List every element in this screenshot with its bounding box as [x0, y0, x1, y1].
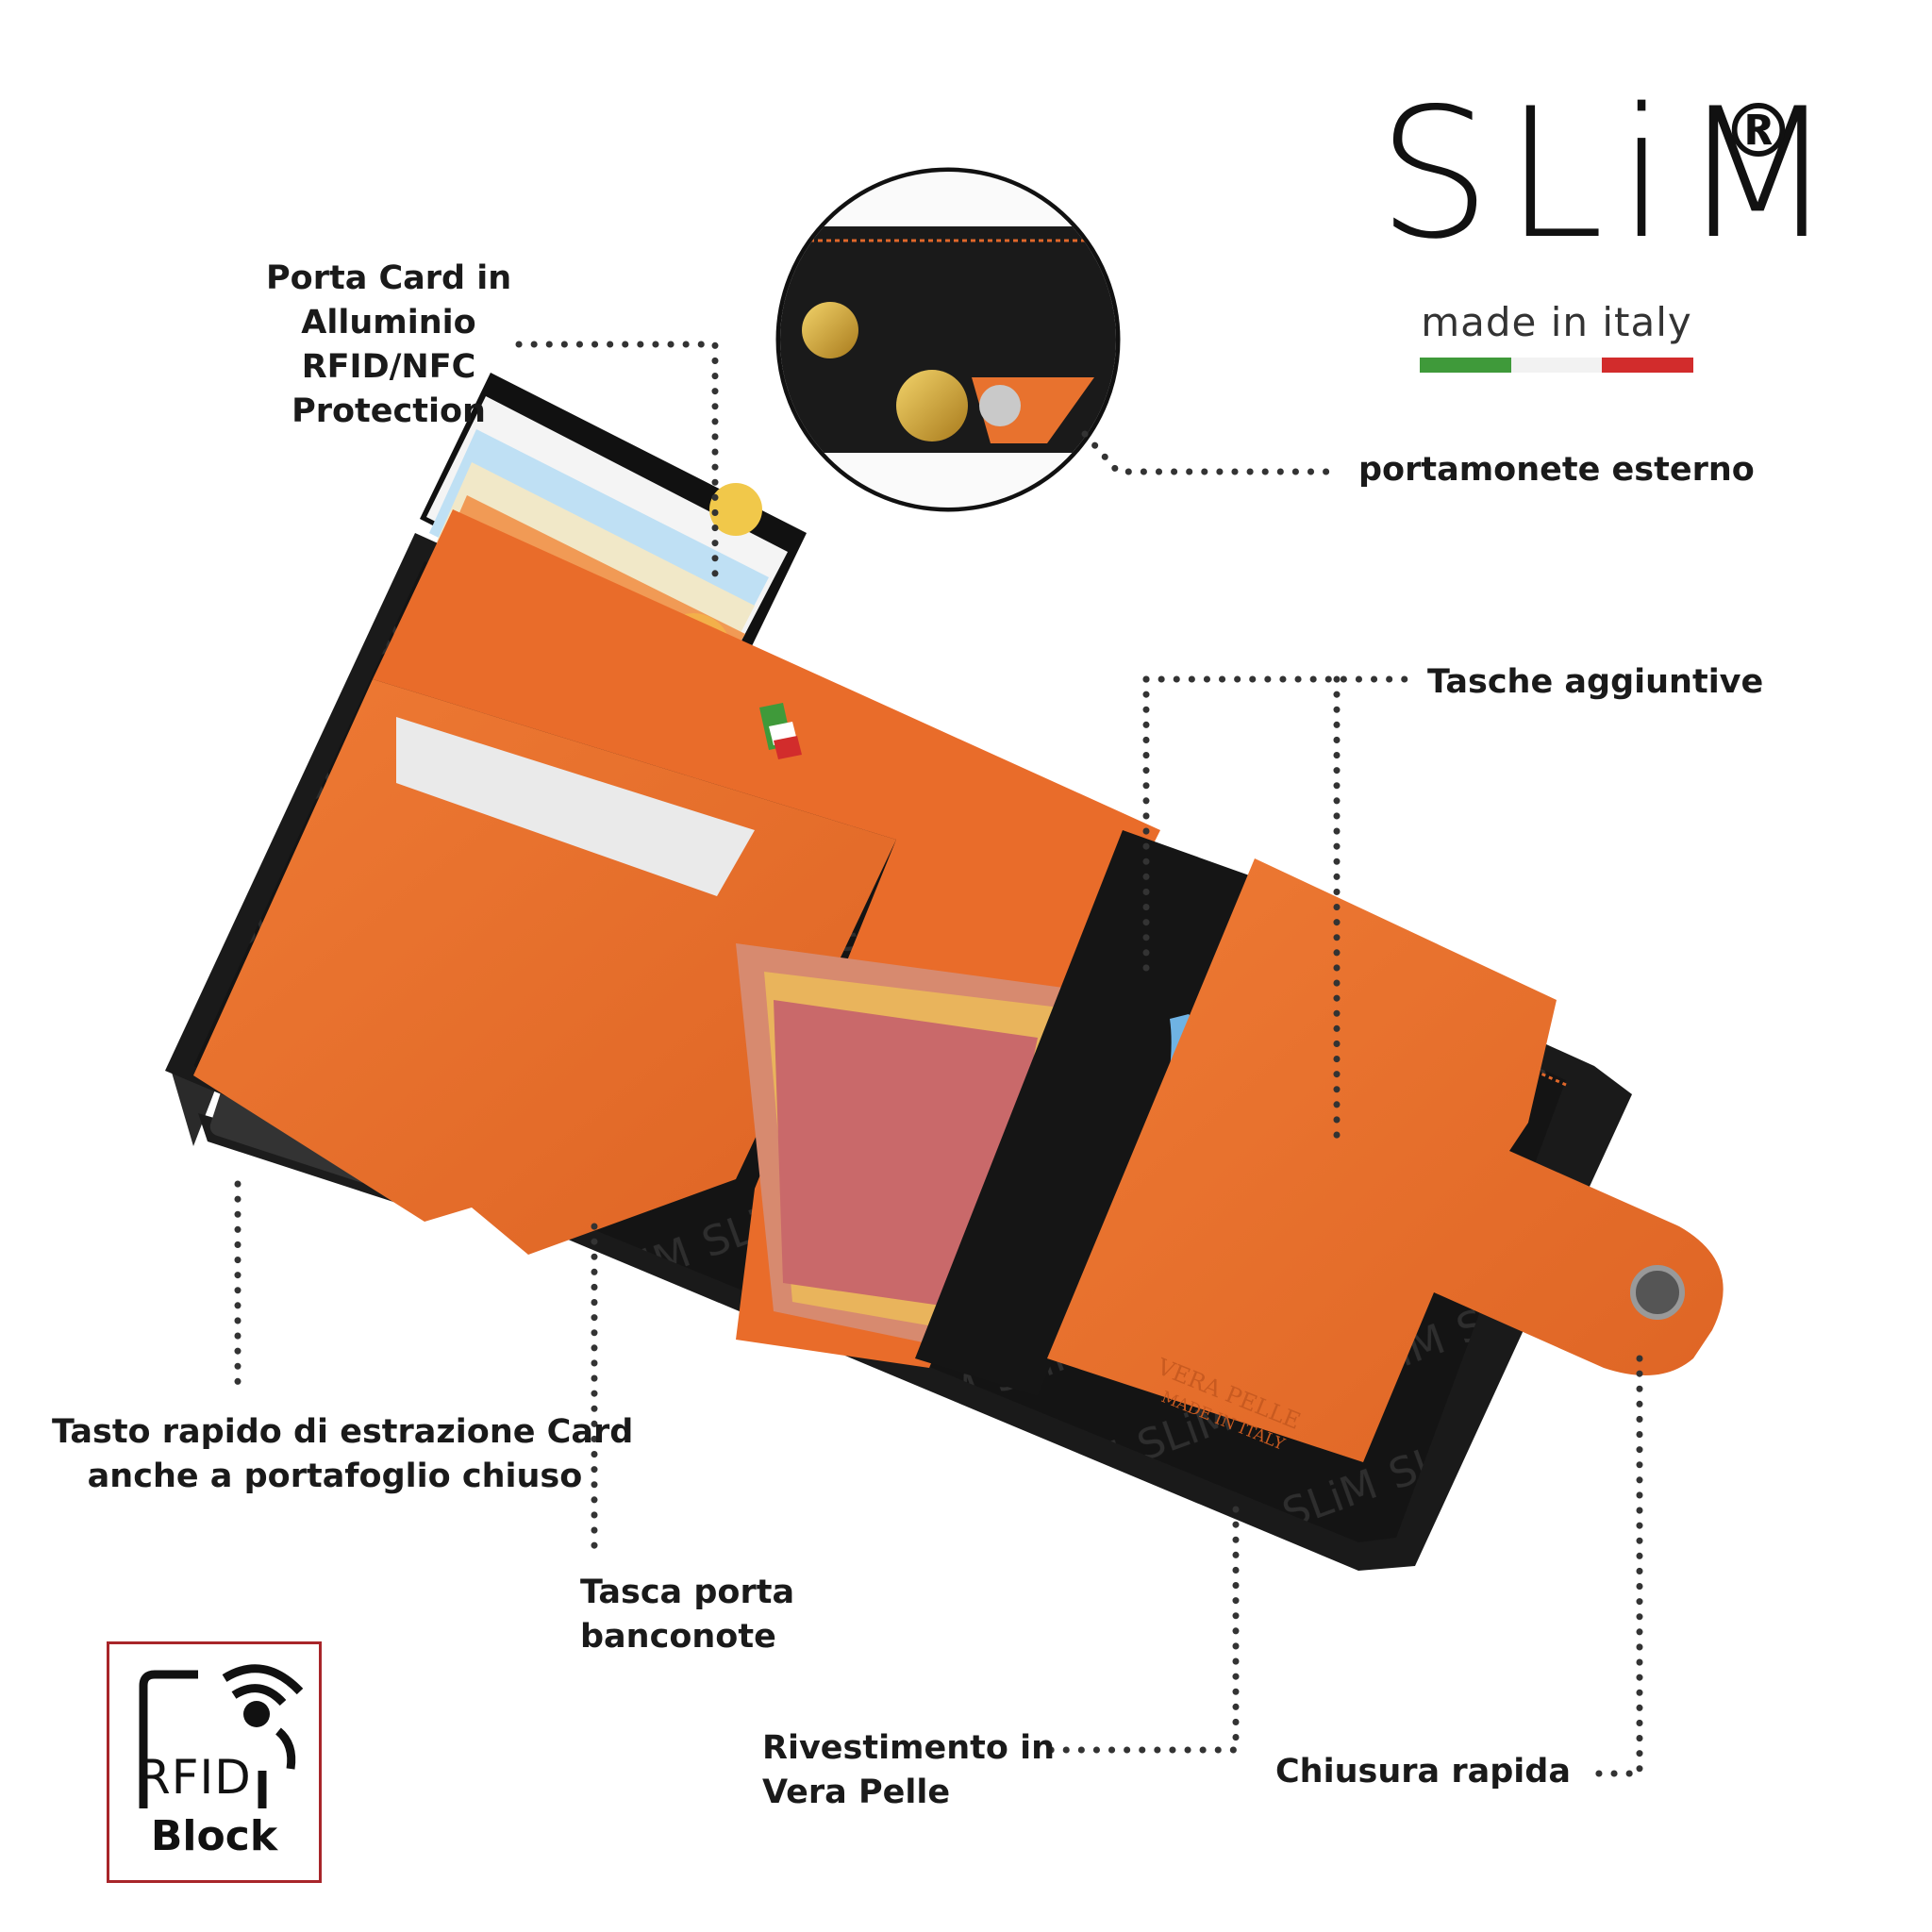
- wallet-body: VERA PELLE MADE IN ITALY: [165, 509, 1724, 1571]
- callout-quick-eject: Tasto rapido di estrazione Card anche a …: [52, 1413, 634, 1495]
- italian-flag-stripe: [1420, 358, 1694, 373]
- callout-leather: Rivestimento in Vera Pelle: [762, 1729, 1056, 1811]
- rfid-block-label: Block: [150, 1812, 278, 1860]
- brand-tagline: made in italy: [1421, 299, 1692, 345]
- brand-logo-text: SLiM: [1377, 70, 1849, 278]
- brand-logo: SLiM ® made in italy: [1377, 52, 1849, 391]
- rfid-block-badge: RFID Block: [107, 1641, 322, 1883]
- callout-extra-pockets: Tasche aggiuntive: [1427, 663, 1764, 701]
- snap-button-icon: [1630, 1265, 1685, 1320]
- callout-coin-purse: portamonete esterno: [1358, 451, 1755, 489]
- callout-leaders: [234, 341, 1643, 1777]
- rfid-wave-icon: [139, 1664, 304, 1808]
- callout-quick-close: Chiusura rapida: [1275, 1753, 1571, 1790]
- coin-purse-inset-photo: [775, 167, 1121, 512]
- registered-mark: ®: [1722, 90, 1795, 175]
- callout-bill-pocket: Tasca porta banconote: [580, 1574, 795, 1656]
- rfid-label: RFID: [138, 1750, 252, 1805]
- callout-card-holder: Porta Card in Alluminio RFID/NFC Protect…: [266, 259, 512, 430]
